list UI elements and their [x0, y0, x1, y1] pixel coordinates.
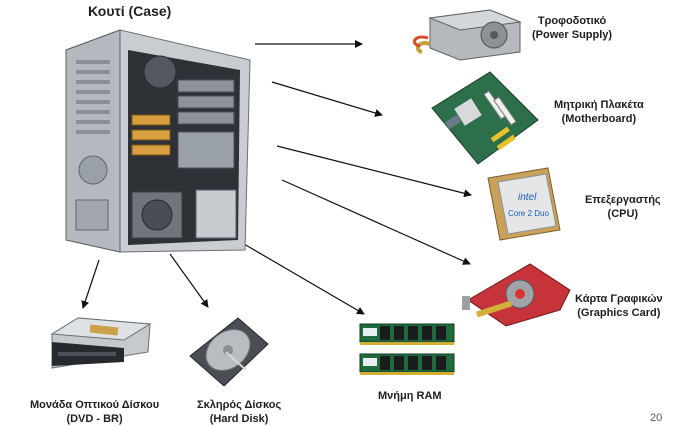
arrow-to-motherboard: [271, 81, 383, 117]
arrow-to-graphics-card: [281, 179, 471, 265]
hard-disk-label: Σκληρός Δίσκος (Hard Disk): [197, 398, 281, 426]
optical-drive-label-greek: Μονάδα Οπτικού Δίσκου: [30, 399, 160, 411]
cpu-label: Επεξεργαστής (CPU): [585, 193, 661, 221]
graphics-card-label-english: (Graphics Card): [577, 307, 661, 319]
graphics-card-label-greek: Κάρτα Γραφικών: [575, 293, 663, 305]
cpu-label-greek: Επεξεργαστής: [585, 194, 661, 206]
hard-disk-label-english: (Hard Disk): [209, 413, 269, 425]
optical-drive-label: Μονάδα Οπτικού Δίσκου (DVD - BR): [30, 398, 159, 426]
ram-label: Μνήμη RAM: [378, 389, 442, 403]
optical-drive-label-english: (DVD - BR): [66, 413, 123, 425]
motherboard-label-english: (Motherboard): [561, 113, 637, 125]
power-supply-label-english: (Power Supply): [532, 29, 613, 41]
arrow-to-optical-drive: [81, 259, 100, 309]
ram-label-greek: Μνήμη RAM: [378, 390, 442, 402]
cpu-label-english: (CPU): [607, 208, 639, 220]
arrow-to-hard-disk: [169, 253, 209, 308]
power-supply-label-greek: Τροφοδοτικό: [537, 15, 607, 27]
page-number: 20: [650, 412, 663, 424]
cpu-brand-text: intel: [518, 192, 537, 203]
power-supply-label: Τροφοδοτικό (Power Supply): [532, 14, 612, 42]
hard-disk-label-greek: Σκληρός Δίσκος: [197, 399, 282, 411]
arrow-to-ram: [231, 236, 365, 315]
graphics-card-label: Κάρτα Γραφικών (Graphics Card): [575, 292, 663, 320]
motherboard-label-greek: Μητρική Πλακέτα: [554, 99, 644, 111]
case-title: Κουτί (Case): [88, 3, 172, 19]
cpu-model-text: Core 2 Duo: [508, 209, 549, 218]
motherboard-label: Μητρική Πλακέτα (Motherboard): [554, 98, 644, 126]
arrow-to-cpu: [276, 145, 472, 198]
